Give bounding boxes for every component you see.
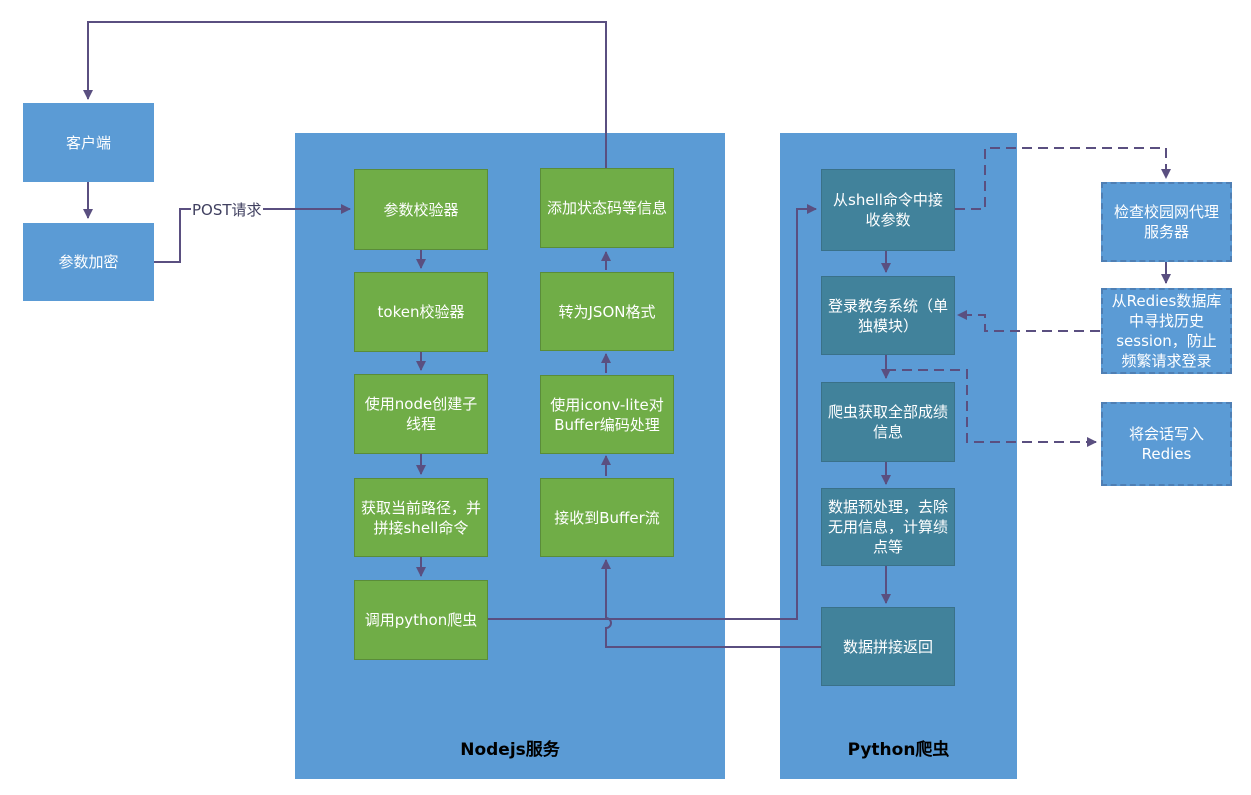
param-validator-box[interactable]: 参数校验器 [354,169,488,250]
shell-params-box[interactable]: 从shell命令中接收参数 [821,169,955,251]
preprocess-box[interactable]: 数据预处理，去除无用信息，计算绩点等 [821,488,955,566]
edge-login-to-write-dashed [886,369,1097,447]
token-validator-box[interactable]: token校验器 [354,272,488,352]
post-request-label: POST请求 [191,199,263,220]
check-proxy-box[interactable]: 检查校园网代理服务器 [1101,182,1232,262]
nodejs-container-label: Nodejs服务 [460,740,560,760]
return-data-box[interactable]: 数据拼接返回 [821,607,955,686]
call-python-box[interactable]: 调用python爬虫 [354,580,488,660]
receive-buffer-box[interactable]: 接收到Buffer流 [540,478,674,557]
edge-redis-to-login-dashed [957,310,1100,332]
to-json-box[interactable]: 转为JSON格式 [540,272,674,351]
redis-find-box[interactable]: 从Redies数据库中寻找历史session，防止频繁请求登录 [1101,288,1232,374]
edge-return-to-buffer [601,559,821,648]
redis-write-box[interactable]: 将会话写入Redies [1101,402,1232,486]
edge-encrypt-to-param-validator [154,204,351,263]
edge-shell-to-proxy-dashed [955,147,1171,210]
iconv-decode-box[interactable]: 使用iconv-lite对Buffer编码处理 [540,375,674,454]
add-status-box[interactable]: 添加状态码等信息 [540,168,674,248]
login-box[interactable]: 登录教务系统（单独模块） [821,276,955,355]
crawl-box[interactable]: 爬虫获取全部成绩信息 [821,382,955,462]
edge-status-to-client [83,21,607,168]
child-process-box[interactable]: 使用node创建子线程 [354,374,488,454]
get-path-box[interactable]: 获取当前路径，并拼接shell命令 [354,478,488,557]
edge-call-to-shell [487,204,817,620]
python-container-label: Python爬虫 [847,740,950,760]
encrypt-box[interactable]: 参数加密 [23,223,154,301]
client-box[interactable]: 客户端 [23,103,154,182]
